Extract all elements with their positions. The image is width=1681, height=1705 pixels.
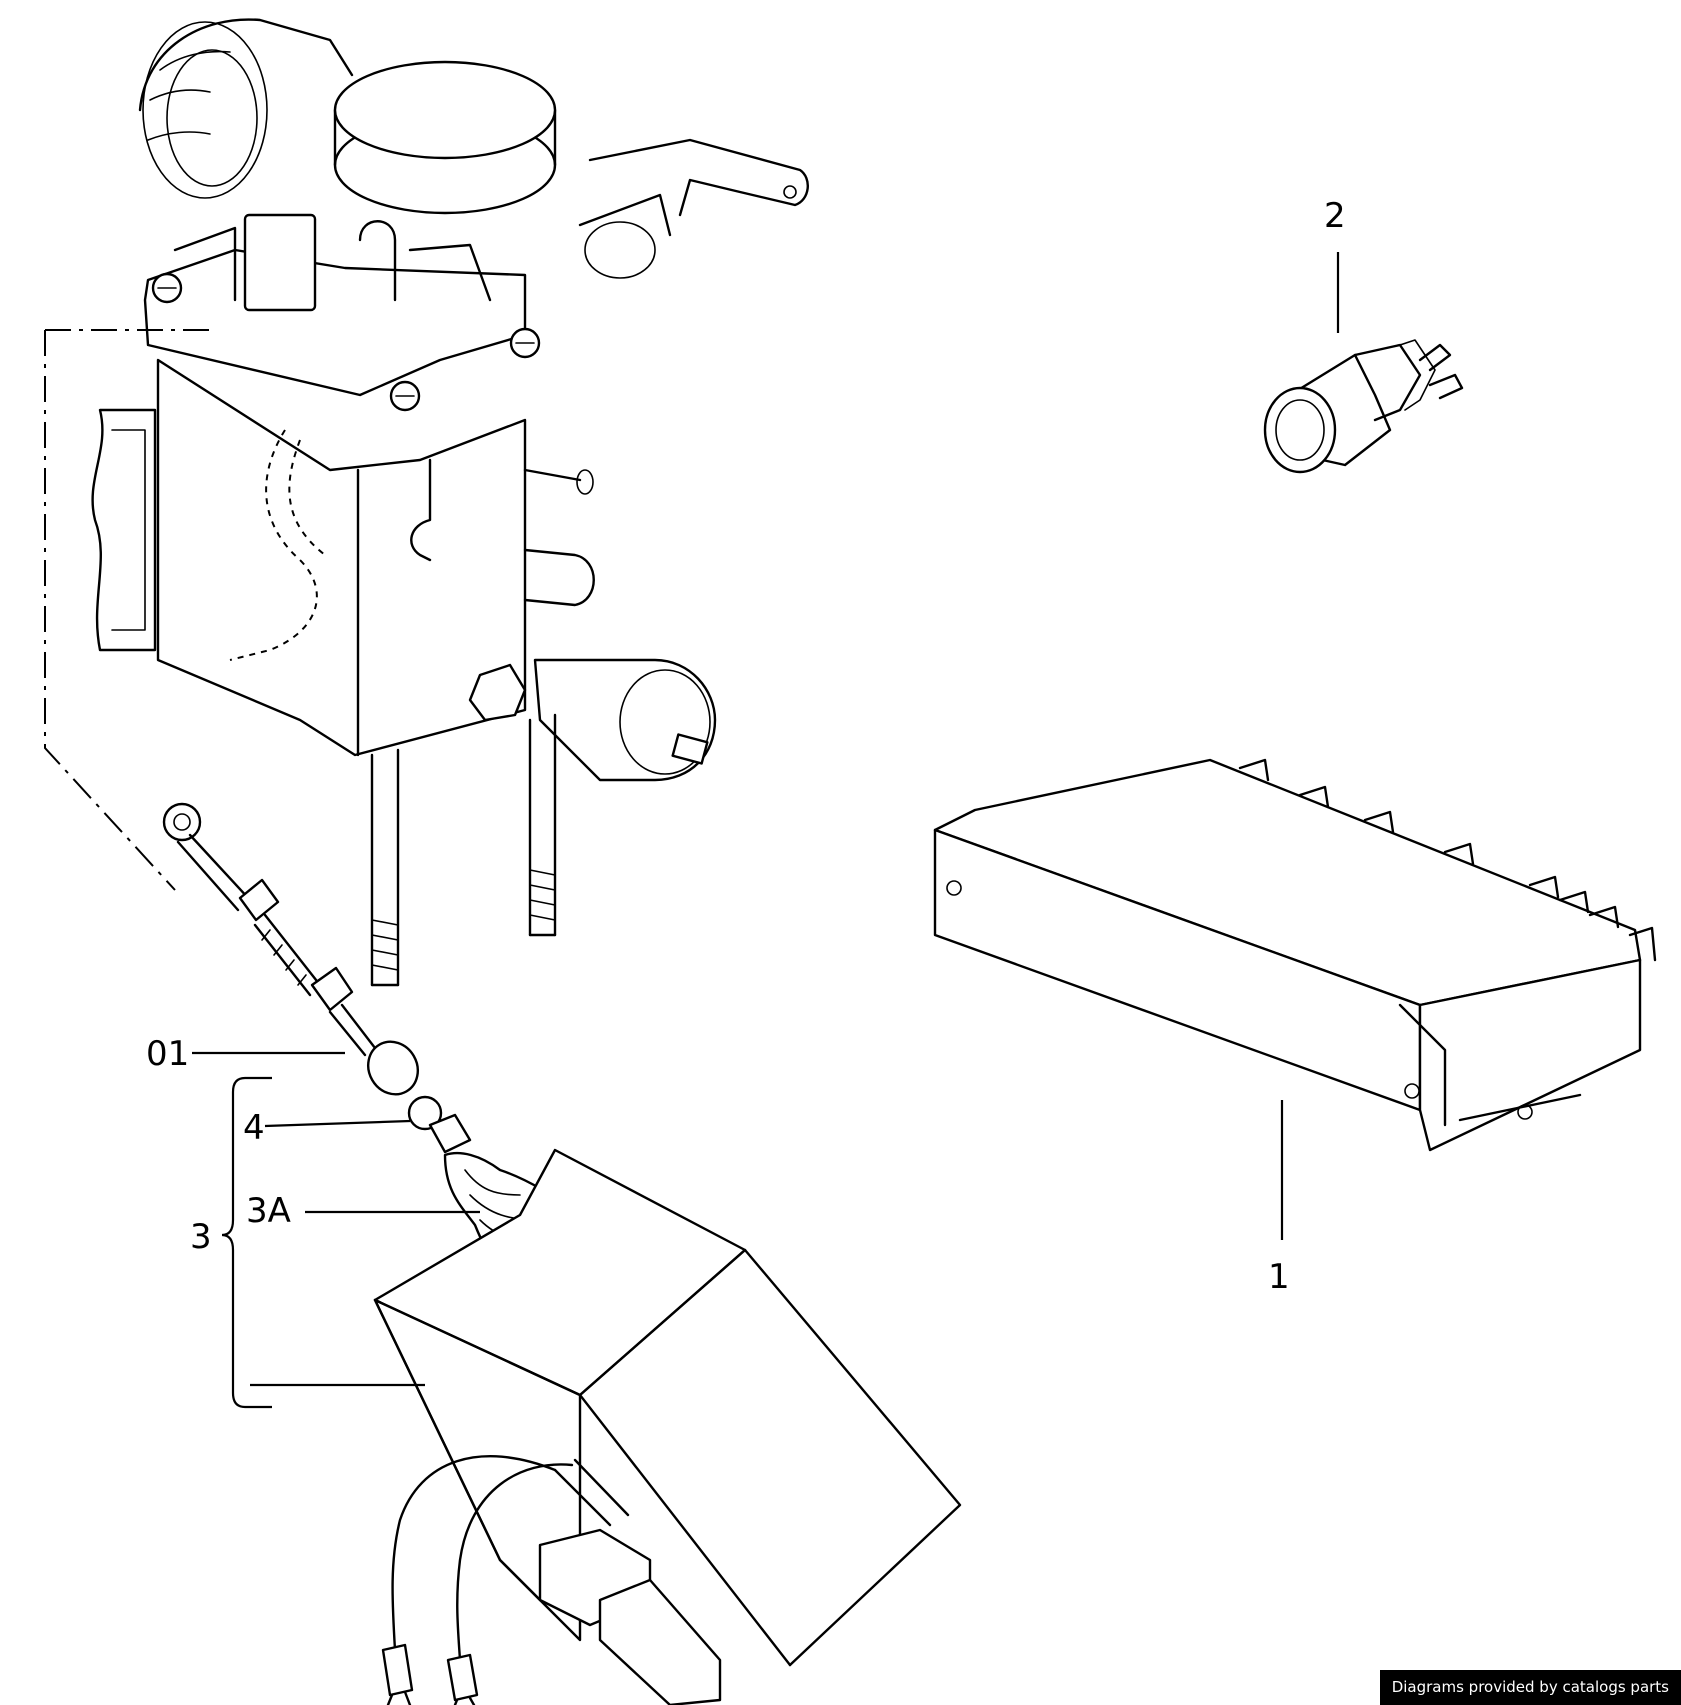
callout-1: 1 — [1268, 1257, 1290, 1297]
reference-line — [44, 329, 215, 891]
callout-3a: 3A — [246, 1191, 291, 1231]
group-3-brace — [221, 1076, 272, 1409]
callout-2: 2 — [1324, 196, 1346, 236]
leader-4 — [264, 1119, 411, 1128]
callout-4: 4 — [243, 1108, 265, 1148]
carburetor-assembly — [91, 18, 809, 987]
vacuum-actuator — [373, 1095, 962, 1705]
credit-badge: Diagrams provided by catalogs parts — [1379, 1670, 1681, 1705]
callout-3: 3 — [190, 1217, 212, 1257]
callout-01: 01 — [146, 1034, 189, 1074]
control-unit — [933, 758, 1657, 1152]
cable-rod-assembly — [162, 802, 419, 1096]
temperature-switch — [1263, 339, 1464, 474]
